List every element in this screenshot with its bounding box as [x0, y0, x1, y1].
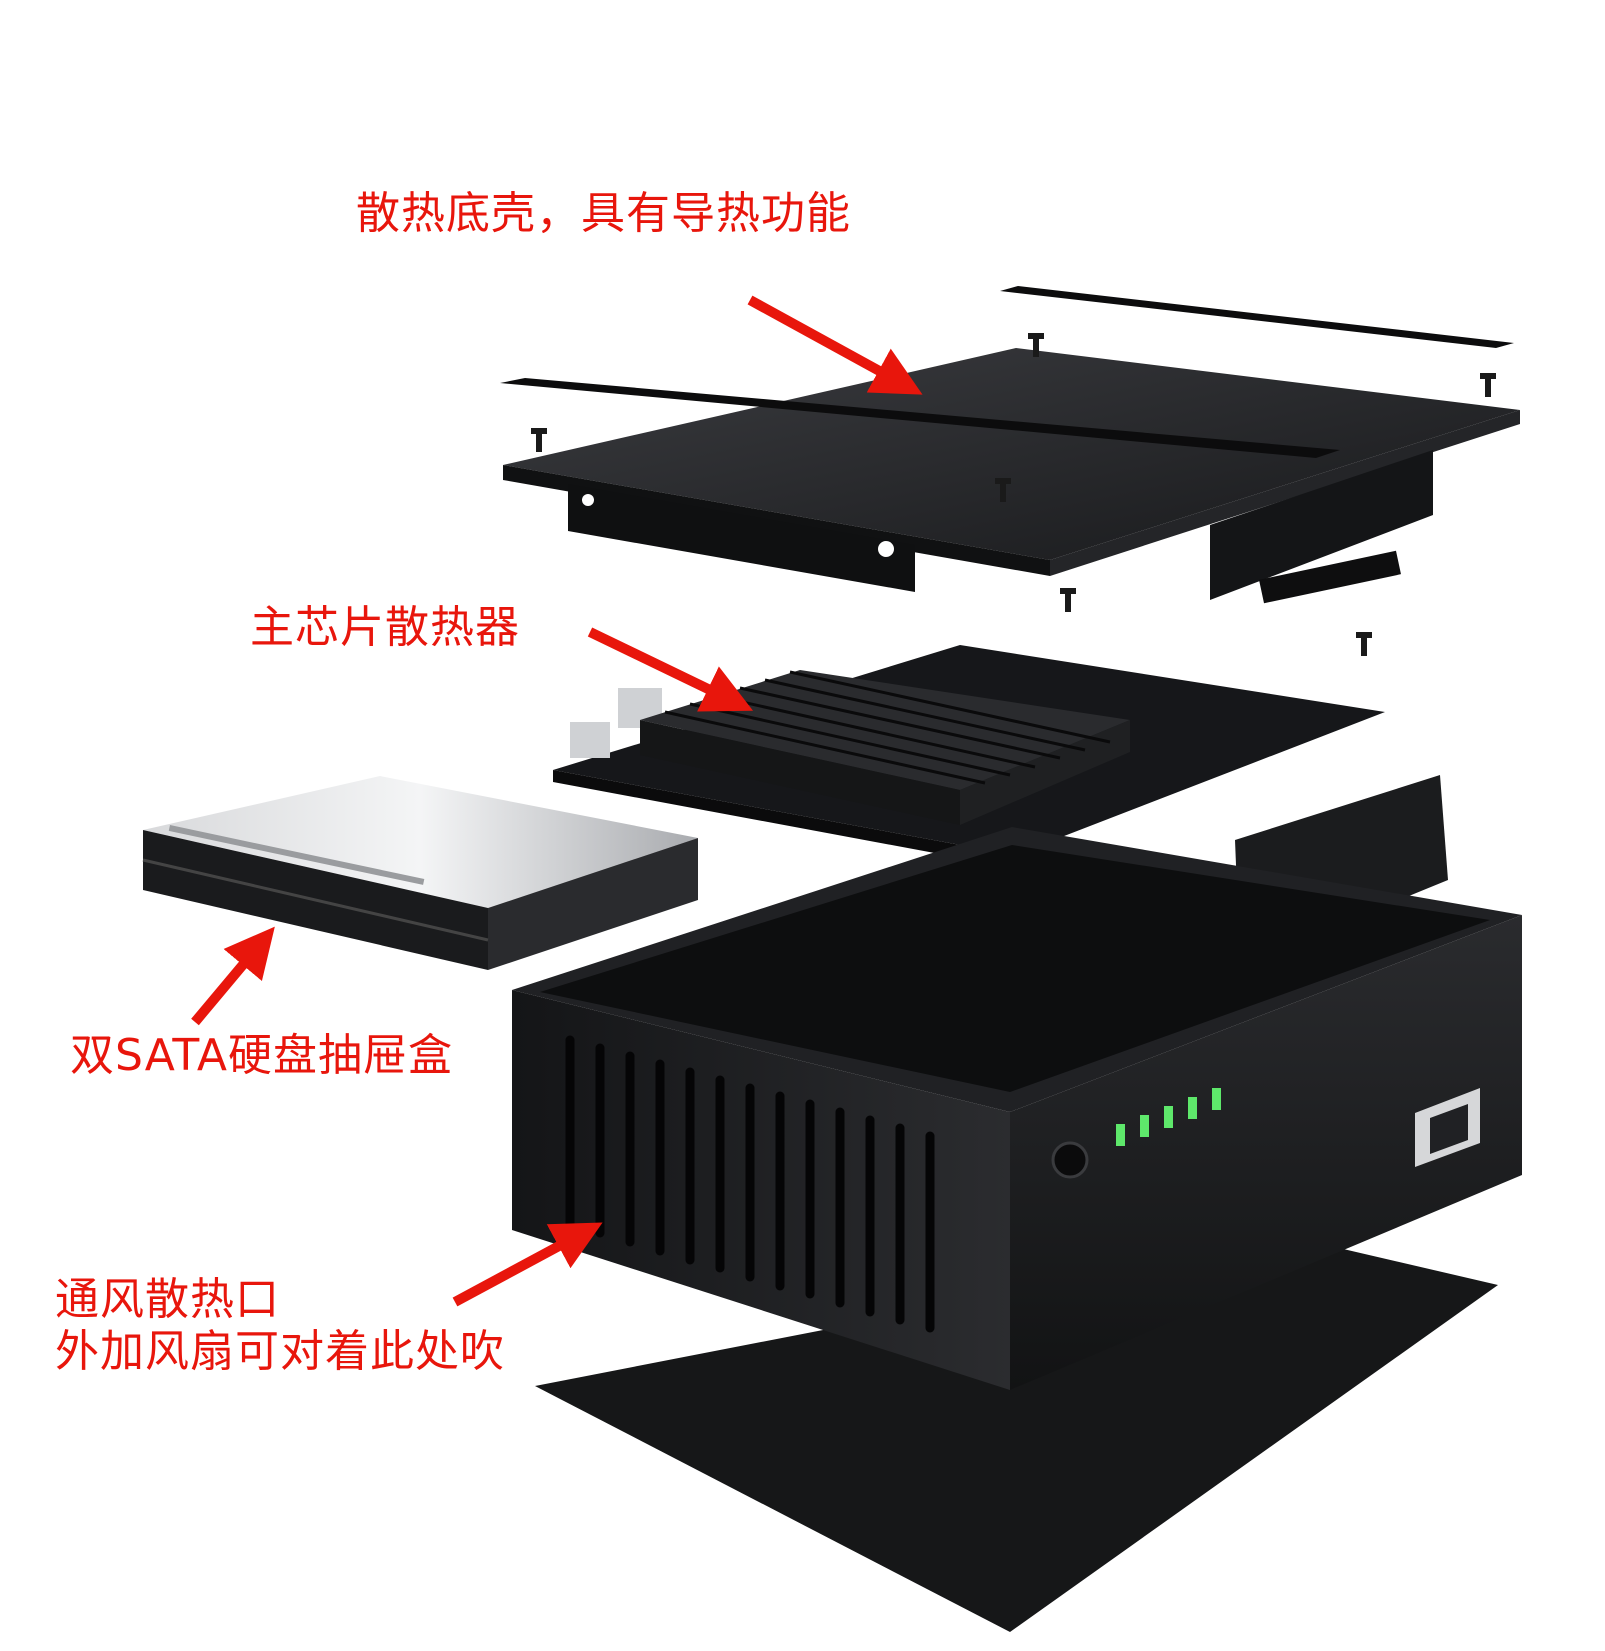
callout-sata-drawer: 双SATA硬盘抽屉盒	[70, 1030, 453, 1081]
vent-grille	[565, 1035, 935, 1333]
chassis	[512, 827, 1522, 1390]
power-button-icon	[1051, 1141, 1089, 1179]
callout-vent: 通风散热口 外加风扇可对着此处吹	[55, 1274, 505, 1378]
status-leds	[1116, 1088, 1221, 1146]
arrow-icon	[191, 926, 275, 1026]
arrow-icon	[747, 295, 923, 395]
floor-shadow	[535, 1238, 1498, 1632]
arrow-icon	[452, 1222, 603, 1307]
callout-vent-line2: 外加风扇可对着此处吹	[55, 1325, 505, 1377]
top-heatsink-shell	[500, 286, 1520, 656]
callout-top-shell: 散热底壳，具有导热功能	[356, 188, 851, 239]
sata-connector	[1259, 550, 1401, 604]
brand-logo-icon	[1415, 1088, 1480, 1167]
thermal-strip-right	[1000, 286, 1514, 348]
screw	[531, 333, 1496, 656]
sata-drive-drawer	[142, 776, 698, 970]
callout-chip-heatsink: 主芯片散热器	[250, 602, 520, 653]
mainboard	[553, 645, 1448, 965]
thermal-strip-left	[500, 378, 1340, 458]
arrow-icon	[587, 627, 754, 712]
chip-heatsink	[640, 670, 1130, 825]
callout-arrows	[191, 295, 923, 1307]
callout-vent-line1: 通风散热口	[55, 1274, 280, 1325]
